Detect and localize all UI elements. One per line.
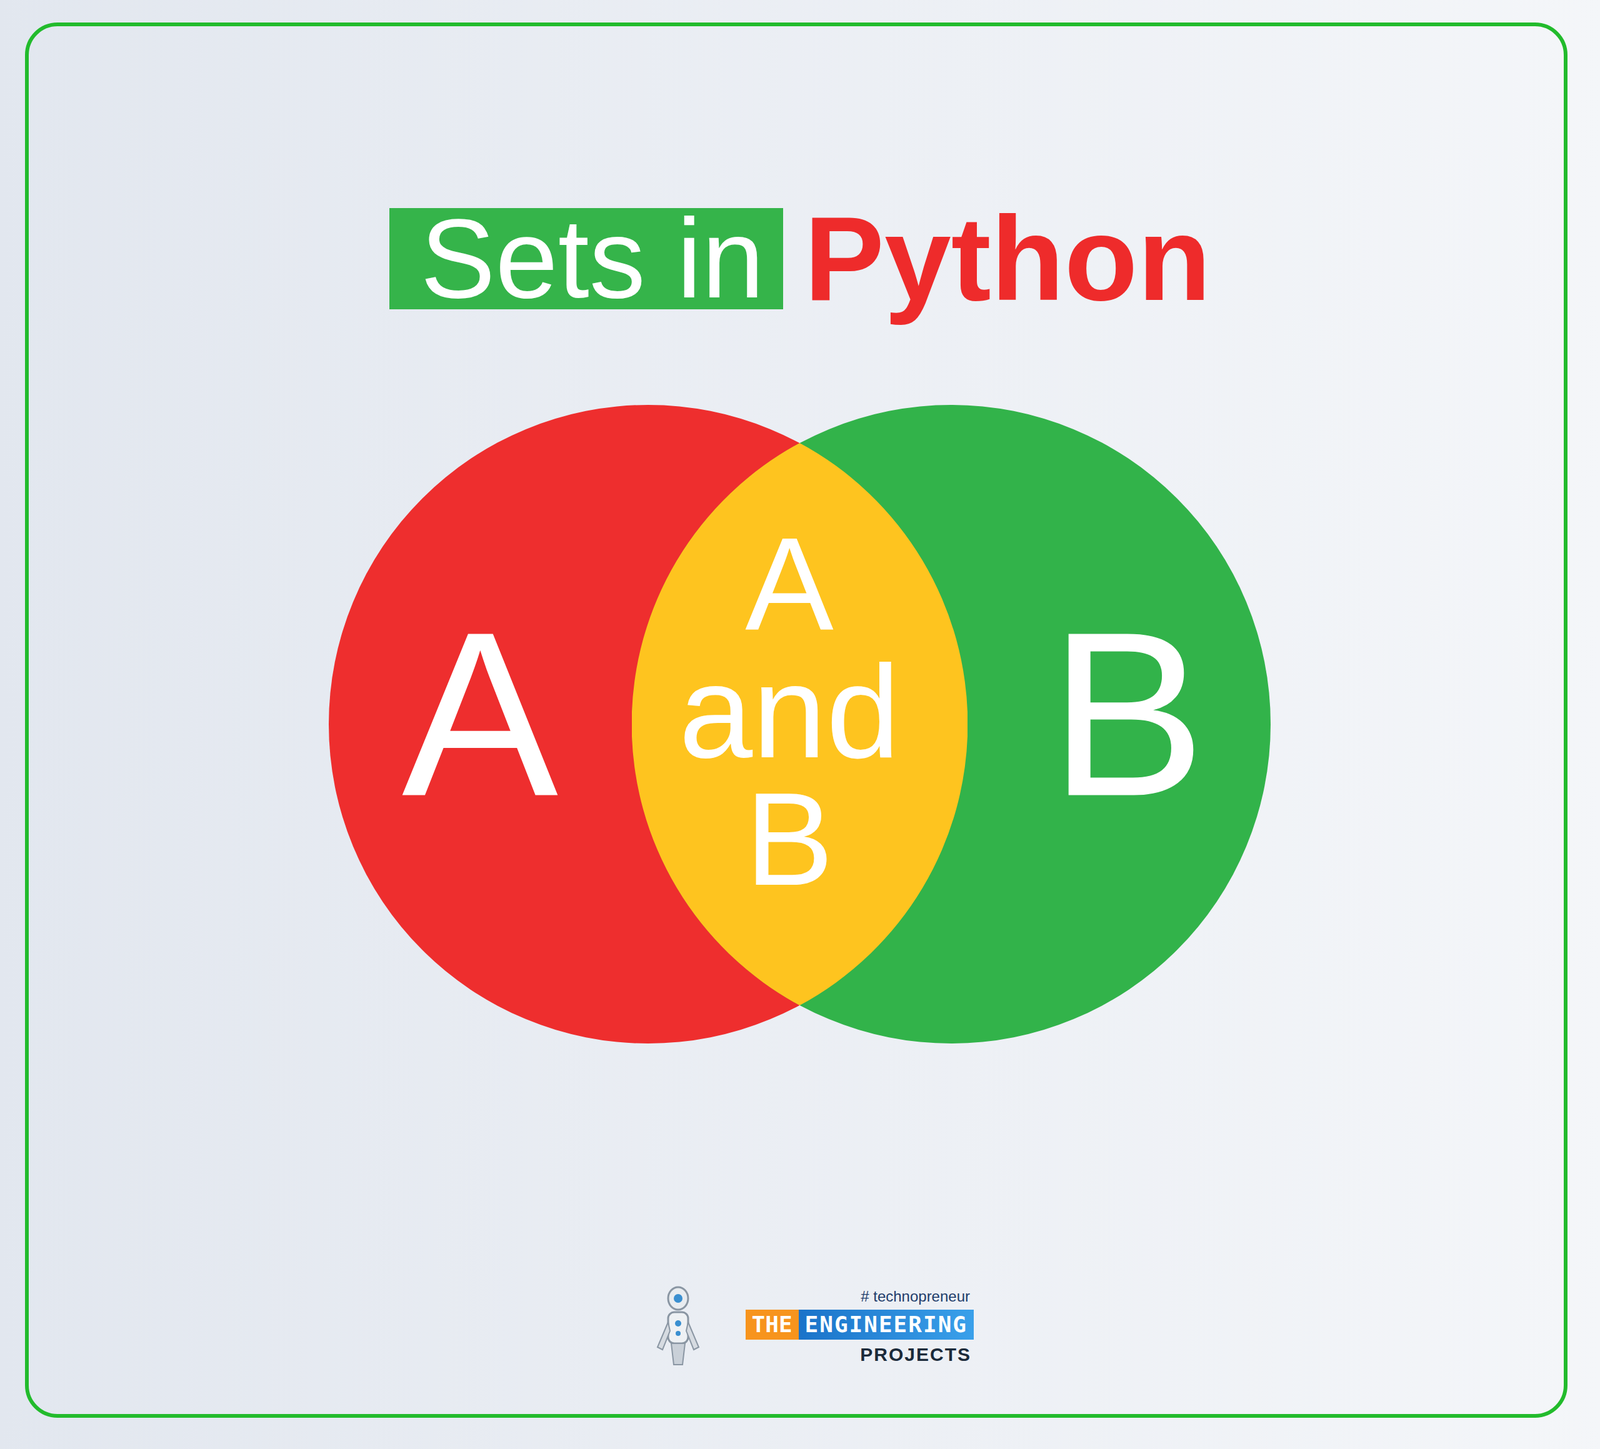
title-text: Sets in <box>389 208 784 310</box>
logo-bar: THEENGINEERING <box>705 1310 974 1340</box>
intersection-lens: A and B <box>631 443 968 1006</box>
logo-word-box: ENGINEERING <box>798 1310 974 1340</box>
robot-logo-icon <box>650 1285 707 1369</box>
title-row: Sets inPython <box>0 208 1600 310</box>
logo-block: # technopreneurTHEENGINEERINGPROJECTS <box>705 1287 974 1375</box>
logo-subtitle: PROJECTS <box>705 1342 974 1368</box>
set-label: A <box>401 597 559 832</box>
set-label: A and B <box>645 520 934 904</box>
logo-word-box: THE <box>745 1310 799 1340</box>
set-label: B <box>1049 597 1206 832</box>
logo-tagline: # technopreneur <box>705 1287 974 1307</box>
title-highlight-word: Python <box>804 208 1212 310</box>
